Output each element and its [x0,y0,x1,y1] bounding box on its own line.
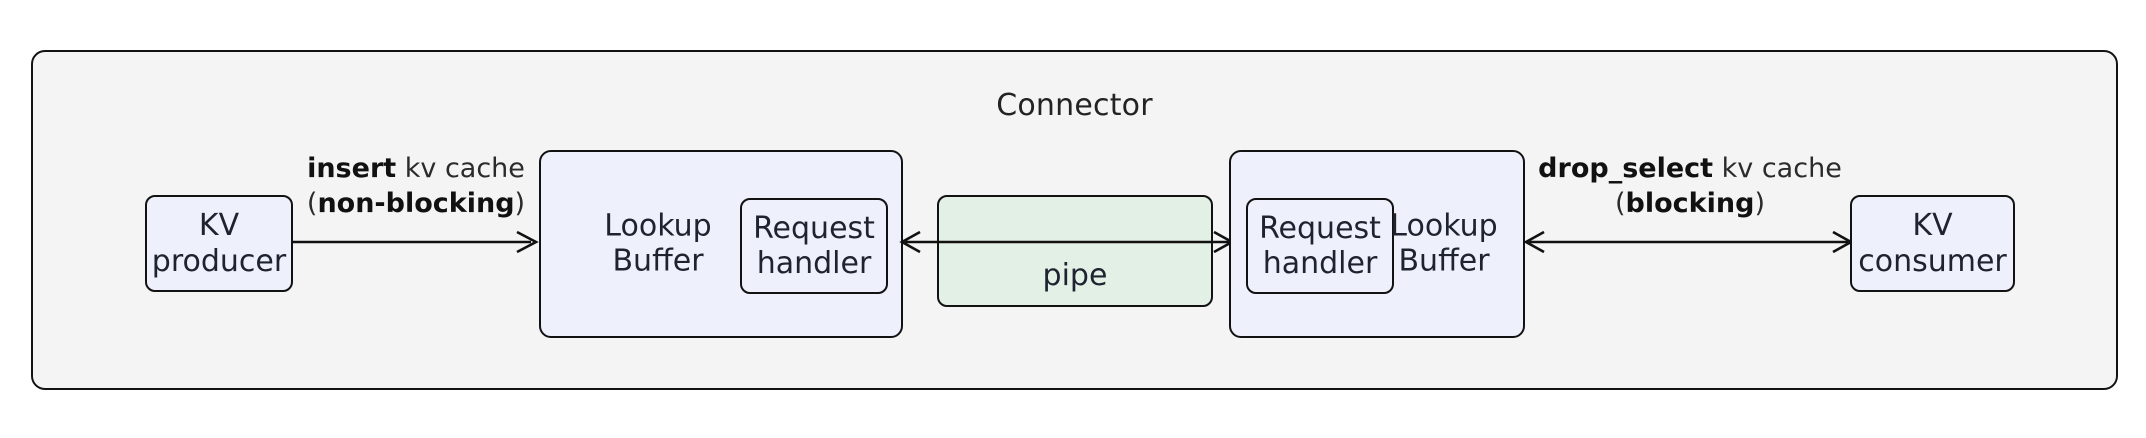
edge-label-drop-select-suffix: ) [1754,187,1765,219]
node-kv-consumer[interactable]: KV consumer [1850,195,2015,292]
arrow-drop-select-bidirectional [1523,230,1854,254]
node-lookup-buffer-right-label-line2: Buffer [1398,244,1490,279]
node-kv-producer-label-line1: KV [198,208,240,244]
node-kv-producer-label-line2: producer [151,243,287,279]
edge-label-insert-bold: insert [307,153,397,184]
node-request-handler-right-label-line1: Request [1259,210,1381,246]
edge-label-drop-select: drop_select kv cache (blocking) [1530,152,1850,221]
node-lookup-buffer-right-label-line1: Lookup [1390,208,1498,244]
node-request-handler-left-label-line1: Request [753,210,875,246]
node-lookup-buffer-right-label: Lookup Buffer [1379,209,1509,280]
edge-label-drop-select-mode: blocking [1625,187,1755,219]
edge-label-drop-select-bold: drop_select [1538,153,1714,184]
edge-label-drop-select-line2: (blocking) [1530,187,1850,222]
edge-label-insert-line1: insert kv cache [296,152,536,187]
node-kv-consumer-label: KV consumer [1858,208,2007,279]
node-kv-consumer-label-line1: KV [1912,208,1953,244]
edge-label-insert: insert kv cache (non-blocking) [296,152,536,221]
node-kv-consumer-label-line2: consumer [1858,243,2007,279]
node-lookup-buffer-left[interactable]: Lookup Buffer Request handler [539,150,903,338]
node-kv-producer-label: KV producer [152,208,286,279]
node-request-handler-right-label: Request handler [1259,211,1381,282]
edge-label-insert-prefix: ( [306,187,318,219]
edge-label-drop-select-line1: drop_select kv cache [1530,152,1850,187]
edge-label-insert-suffix: ) [514,187,526,219]
edge-label-insert-rest: kv cache [396,153,525,184]
arrow-pipe-bidirectional [899,230,1235,254]
node-request-handler-right-label-line2: handler [1262,246,1378,281]
node-request-handler-right[interactable]: Request handler [1246,198,1394,294]
node-lookup-buffer-left-label: Lookup Buffer [593,209,723,280]
node-request-handler-left-label-line2: handler [756,246,872,281]
node-pipe[interactable]: pipe [937,195,1213,307]
edge-label-insert-mode: non-blocking [317,187,515,219]
node-lookup-buffer-left-label-line2: Buffer [612,244,704,279]
connector-title: Connector [996,88,1153,123]
edge-label-insert-line2: (non-blocking) [296,187,536,222]
node-lookup-buffer-left-label-line1: Lookup [604,208,712,244]
edge-label-drop-select-prefix: ( [1615,187,1626,219]
node-lookup-buffer-right[interactable]: Request handler Lookup Buffer [1229,150,1525,338]
arrow-insert [293,230,539,254]
node-request-handler-left-label: Request handler [753,211,875,282]
node-kv-producer[interactable]: KV producer [145,195,293,292]
node-request-handler-left[interactable]: Request handler [740,198,888,294]
edge-label-drop-select-rest: kv cache [1713,153,1842,184]
node-pipe-label: pipe [1042,257,1108,293]
